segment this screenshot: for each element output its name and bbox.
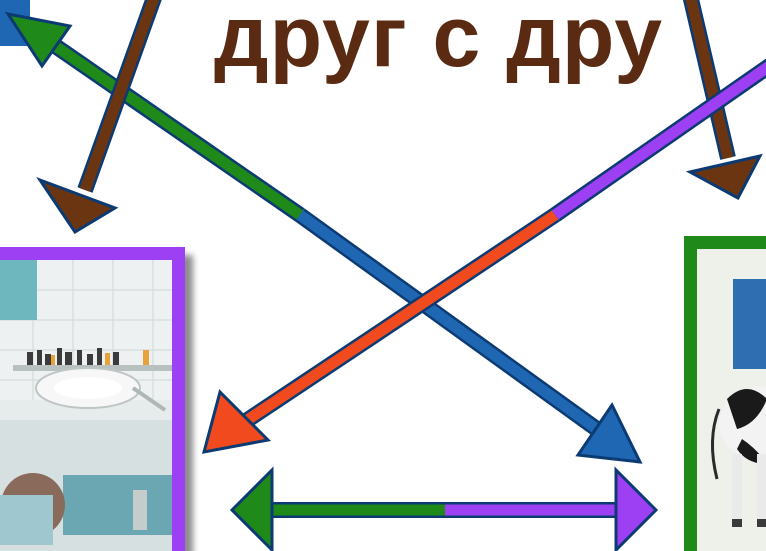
arrowhead-blue-down-right xyxy=(575,402,643,464)
arrow-brown-left xyxy=(36,0,162,235)
arrow-horizontal-green-purple xyxy=(229,466,659,551)
arrowhead-red-down-left xyxy=(201,389,272,454)
photo-right-cow xyxy=(684,236,766,551)
cow-photo-illustration xyxy=(697,249,766,551)
clinic-photo-illustration xyxy=(0,260,172,551)
arrowhead-brown-down-right xyxy=(685,153,763,201)
arrowhead-green-left xyxy=(229,466,274,551)
arrow-diagonal-green-blue xyxy=(4,11,643,464)
arrowhead-green-up-left xyxy=(4,11,73,69)
arrow-brown-right xyxy=(682,0,763,201)
arrowhead-brown-down-left xyxy=(36,176,119,235)
arrow-diagonal-purple-red xyxy=(201,58,766,454)
photo-left-image xyxy=(0,260,172,551)
arrowhead-purple-right xyxy=(614,466,659,551)
slide-title: друг с дру xyxy=(214,0,664,85)
photo-left-clinic xyxy=(0,247,185,551)
photo-right-image xyxy=(697,249,766,551)
